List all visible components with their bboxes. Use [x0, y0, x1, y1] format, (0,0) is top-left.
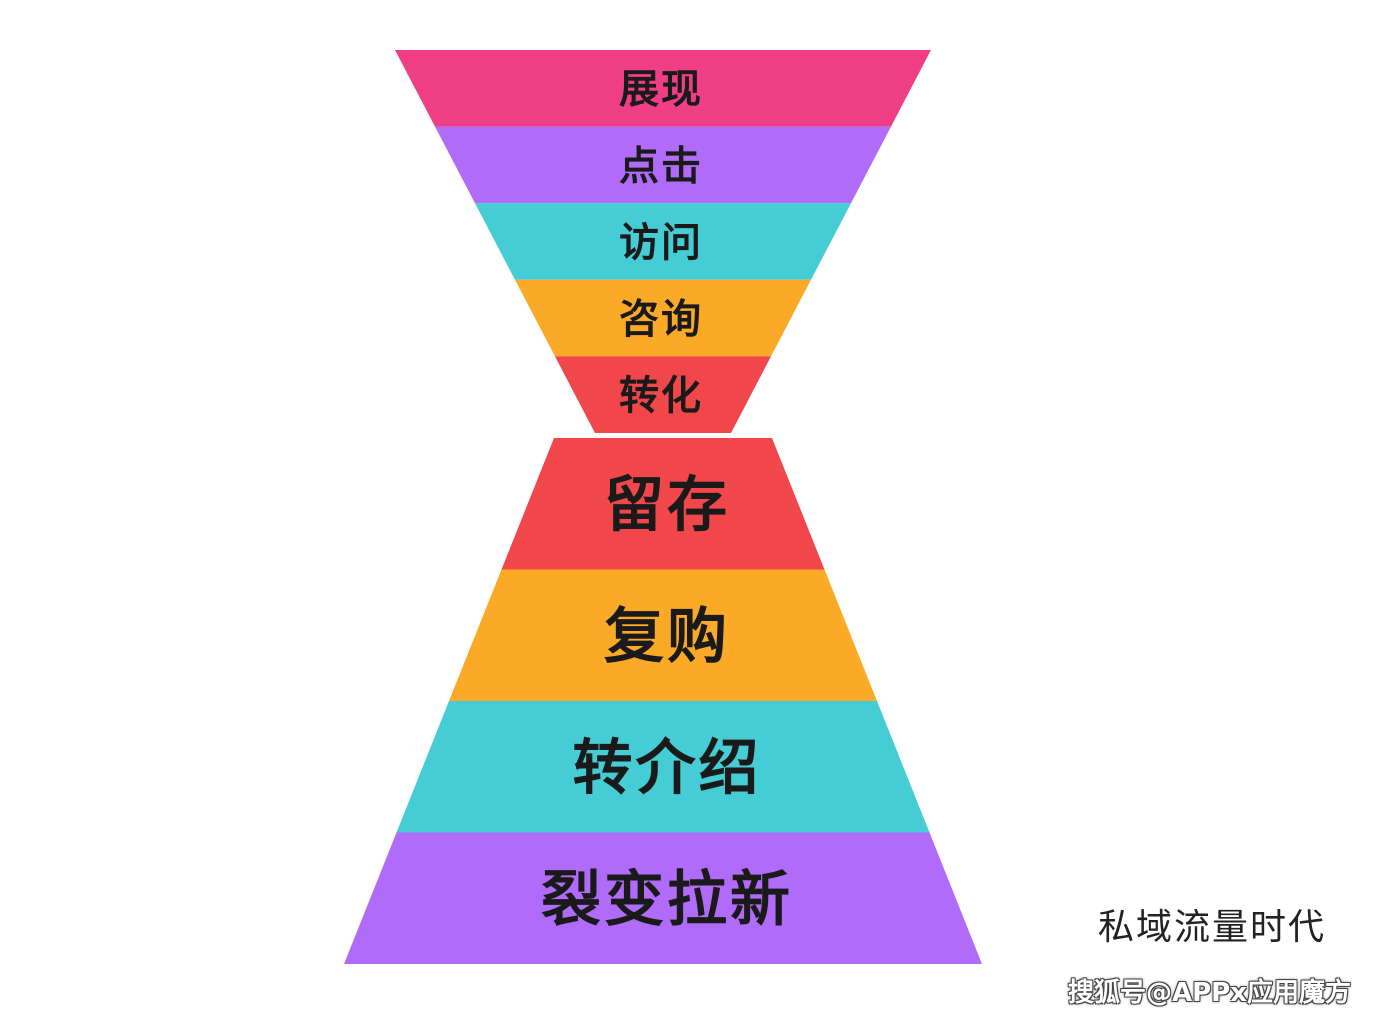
- funnel-band-4: [515, 279, 811, 357]
- funnel-band-5: [555, 356, 771, 433]
- funnel-band-label-1: 展现: [619, 67, 703, 113]
- pyramid-band-1: [501, 438, 825, 570]
- funnel-band-label-5: 转化: [619, 373, 703, 419]
- caption-text: 私域流量时代: [1098, 907, 1327, 948]
- pyramid-band-4: [344, 832, 982, 964]
- pyramid-band-label-3: 转介绍: [573, 733, 762, 803]
- funnel-band-2: [435, 126, 891, 204]
- watermark-text: 搜狐号@APPx应用魔方: [1068, 978, 1352, 1008]
- funnel-band-1: [395, 50, 931, 127]
- funnel-band-label-4: 咨询: [619, 297, 703, 343]
- pyramid-band-2: [449, 569, 877, 701]
- funnel-band-label-3: 访问: [619, 220, 703, 266]
- funnel-band-label-2: 点击: [619, 143, 703, 189]
- pyramid-band-3: [396, 701, 930, 833]
- funnel-band-3: [475, 203, 851, 280]
- pyramid-band-label-4: 裂变拉新: [541, 865, 793, 935]
- pyramid-band-label-1: 留存: [604, 470, 730, 540]
- pyramid-band-label-2: 复购: [604, 602, 730, 672]
